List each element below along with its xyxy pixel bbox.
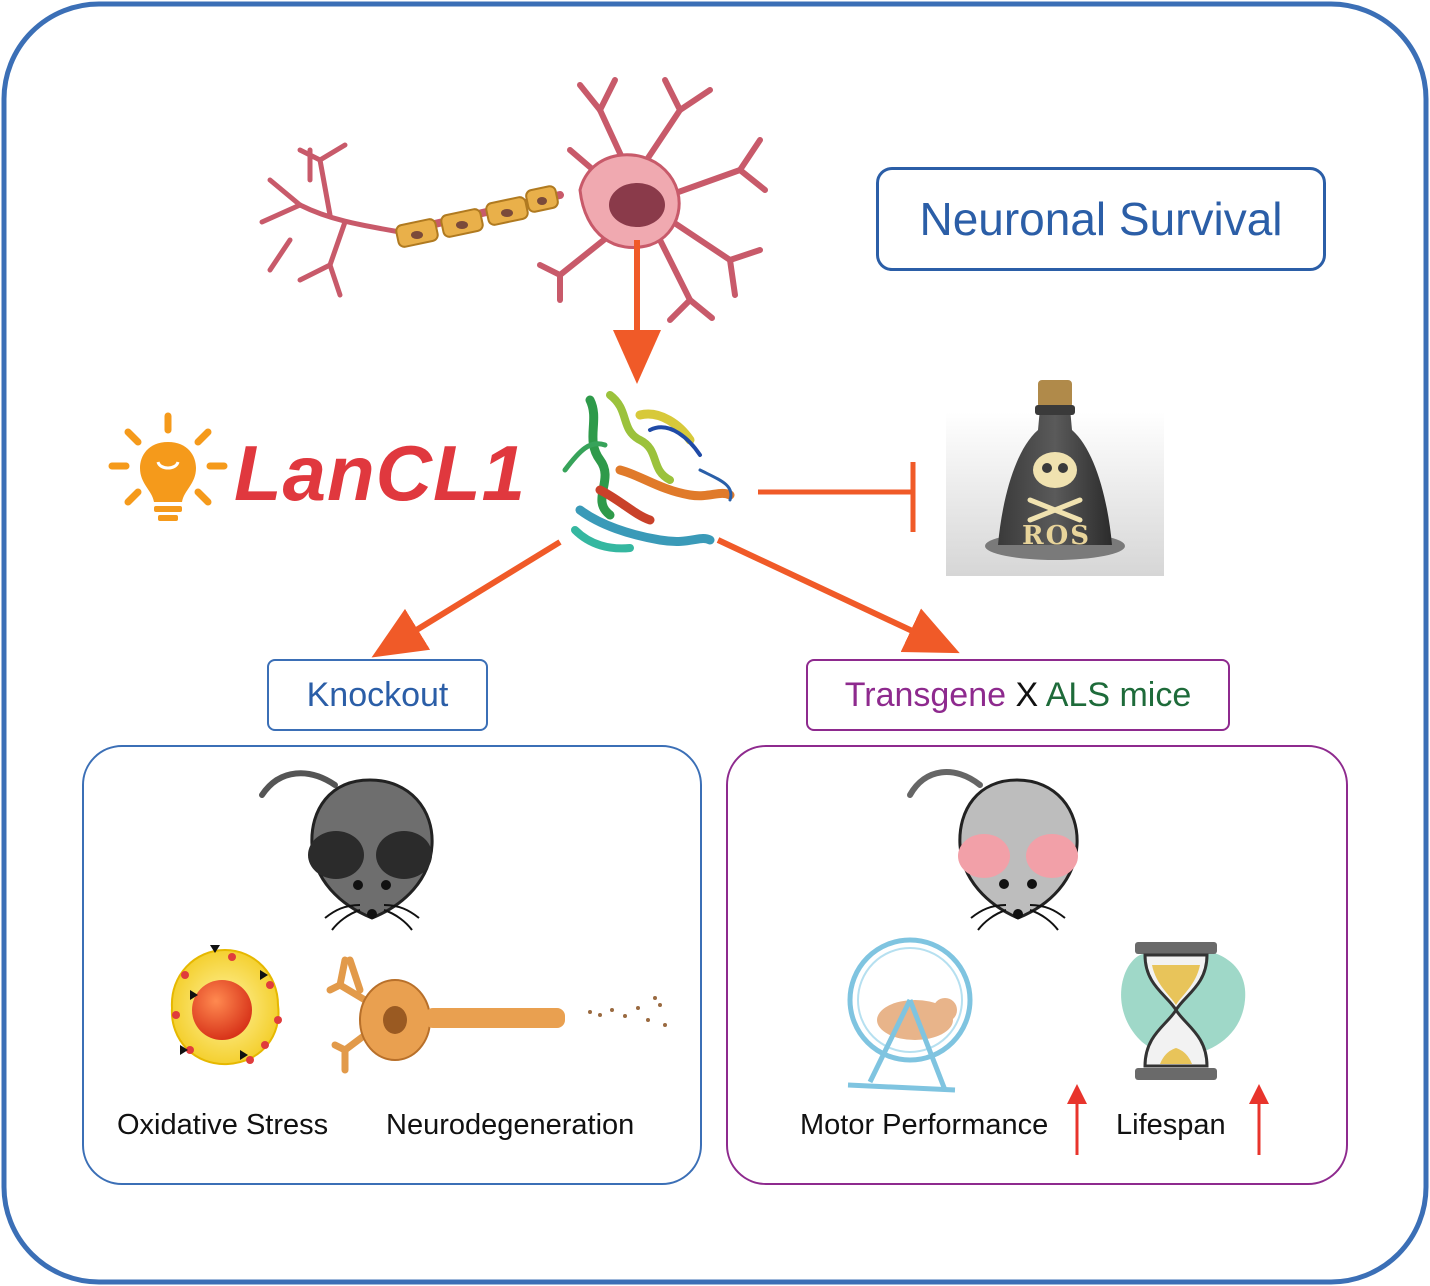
- lightbulb-icon: [108, 412, 228, 521]
- knockout-panel: [82, 745, 702, 1185]
- transgenic-mouse-icon: [907, 769, 1079, 931]
- hourglass-icon: [1121, 942, 1246, 1080]
- neuronal-survival-label: Neuronal Survival: [919, 193, 1283, 245]
- transgene-panel: [726, 745, 1348, 1185]
- knockout-header-label: Knockout: [306, 676, 449, 714]
- hamster-wheel-icon: [847, 937, 973, 1093]
- neuron-icon: [259, 77, 768, 323]
- motor-performance-label: Motor Performance: [800, 1109, 1049, 1141]
- transgene-header-box: Transgene X ALS mice: [806, 659, 1230, 731]
- arrow-to-transgene: [716, 537, 960, 654]
- lifespan-label: Lifespan: [1116, 1109, 1226, 1141]
- arrow-to-knockout: [371, 539, 562, 658]
- knockout-mouse-icon: [259, 770, 434, 931]
- cross-symbol: X: [1015, 676, 1039, 714]
- oxidative-stress-label: Oxidative Stress: [117, 1109, 329, 1141]
- degenerating-neuron-icon: [326, 956, 667, 1074]
- knockout-header-box: Knockout: [267, 659, 488, 731]
- neurodegeneration-label: Neurodegeneration: [386, 1109, 635, 1141]
- up-arrow-icon: [1067, 1084, 1269, 1155]
- neuronal-survival-box: Neuronal Survival: [876, 167, 1326, 271]
- transgene-word: Transgene: [844, 676, 1007, 714]
- poison-bottle-icon: [946, 380, 1164, 576]
- protein-structure-icon: [562, 391, 735, 553]
- ros-label: ROS: [1022, 521, 1092, 551]
- lancl1-label: LanCL1: [234, 429, 527, 517]
- transgene-header-label: Transgene X ALS mice: [808, 661, 1228, 729]
- als-mice-word: ALS mice: [1045, 676, 1192, 714]
- oxidative-cell-icon: [170, 945, 282, 1066]
